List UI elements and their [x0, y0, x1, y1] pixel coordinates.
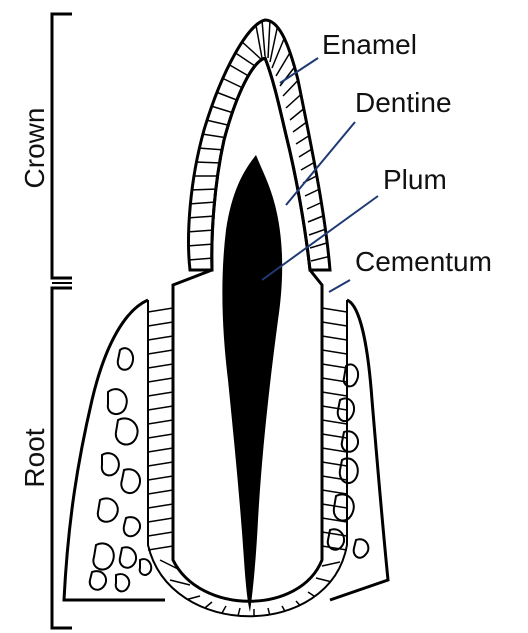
- crown-bracket: [52, 14, 72, 278]
- cementum-label: Cementum: [355, 246, 492, 277]
- plum-label: Plum: [383, 164, 447, 195]
- root-bracket: [52, 283, 72, 628]
- enamel-label: Enamel: [322, 29, 417, 60]
- cementum-pointer: [329, 280, 350, 292]
- crown-label: Crown: [19, 108, 50, 189]
- pulp-cavity: [222, 155, 282, 612]
- dentine-label: Dentine: [355, 87, 452, 118]
- root-label: Root: [19, 428, 50, 487]
